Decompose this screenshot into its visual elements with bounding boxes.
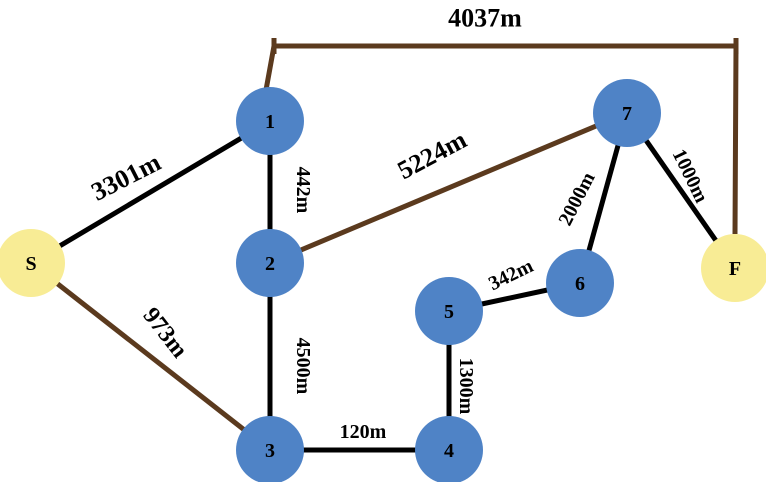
node-circle-4 [415,416,483,482]
node-circle-3 [236,416,304,482]
nodes-layer: S 1 2 3 4 5 6 7F [0,79,766,482]
node-circle-5 [415,277,483,345]
node-label-S: S [25,253,36,275]
node-6: 6 [546,249,614,317]
node-circle-F [701,234,766,302]
node-circle-6 [546,249,614,317]
node-circle-1 [236,87,304,155]
node-3: 3 [236,416,304,482]
edge-S-1 [29,118,272,266]
edge-label-4-5: 1300m [455,358,477,415]
node-S: S [0,229,65,297]
edge-label-1-F: 4037m [448,4,522,33]
edge-label-1-2: 442m [292,167,314,214]
node-1: 1 [236,87,304,155]
node-4: 4 [415,416,483,482]
node-circle-2 [236,229,304,297]
edge-S-3 [29,261,272,452]
edge-1-F [263,43,739,235]
node-label-5: 5 [444,301,454,323]
edge-label-2-7: 5224m [393,125,472,185]
node-label-1: 1 [265,111,275,133]
node-circle-7 [593,79,661,147]
node-label-2: 2 [265,253,275,275]
edge-label-S-1: 3301m [87,147,166,206]
node-label-F: F [729,258,741,280]
node-label-4: 4 [444,440,454,462]
node-label-6: 6 [575,273,585,295]
edge-label-2-3: 4500m [292,338,314,395]
edge-label-6-7: 2000m [554,168,599,229]
node-7: 7 [593,79,661,147]
node-label-3: 3 [265,440,275,462]
edge-2-7 [269,110,628,266]
node-5: 5 [415,277,483,345]
node-2: 2 [236,229,304,297]
edge-label-3-4: 120m [340,421,387,443]
node-label-7: 7 [622,103,632,125]
edge-label-5-6: 342m [485,255,537,295]
node-F: F [701,234,766,302]
edge-label-7-F: 1000m [668,146,713,207]
node-circle-S [0,229,65,297]
